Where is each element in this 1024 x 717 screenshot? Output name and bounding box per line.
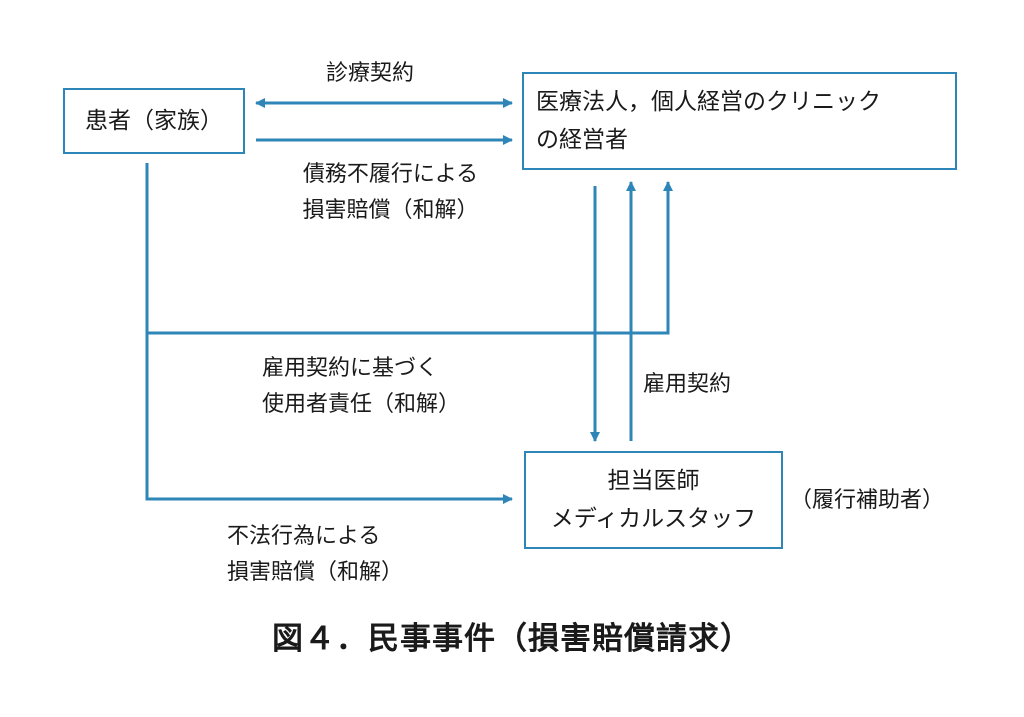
node-operator-line-1: 医療法人，個人経営のクリニック [536,89,881,115]
label-default-line-1: 債務不履行による [302,162,479,187]
node-doctor: 担当医師 メディカルスタッフ [524,451,783,549]
figure-caption: 図４．民事事件（損害賠償請求） [272,621,752,657]
node-doctor-line-2: メディカルスタッフ [550,506,757,532]
label-medical-contract: 診療契約 [326,61,415,86]
node-doctor-line-1: 担当医師 [607,468,700,494]
label-default-damages: 債務不履行による 損害賠償（和解） [283,157,498,229]
label-employer-liability: 雇用契約に基づく 使用者責任（和解） [262,351,460,423]
node-patient-label: 患者（家族） [85,108,223,134]
edge-tort-damages [145,333,513,504]
label-doctor-role: （履行補助者） [790,488,945,513]
edge-employer-liability [145,163,673,335]
label-employment-contract: 雇用契約 [643,372,732,397]
label-tort-damages: 不法行為による 損害賠償（和解） [227,519,403,591]
node-clinic-operator: 医療法人，個人経営のクリニック の経営者 [522,72,957,170]
node-operator-line-2: の経営者 [536,127,628,153]
node-patient: 患者（家族） [63,88,245,154]
label-employer-line-1: 雇用契約に基づく [262,356,439,381]
label-tort-line-2: 損害賠償（和解） [227,560,404,585]
label-tort-line-1: 不法行為による [227,524,381,549]
label-employer-line-2: 使用者責任（和解） [262,392,461,417]
label-default-line-2: 損害賠償（和解） [302,198,479,223]
